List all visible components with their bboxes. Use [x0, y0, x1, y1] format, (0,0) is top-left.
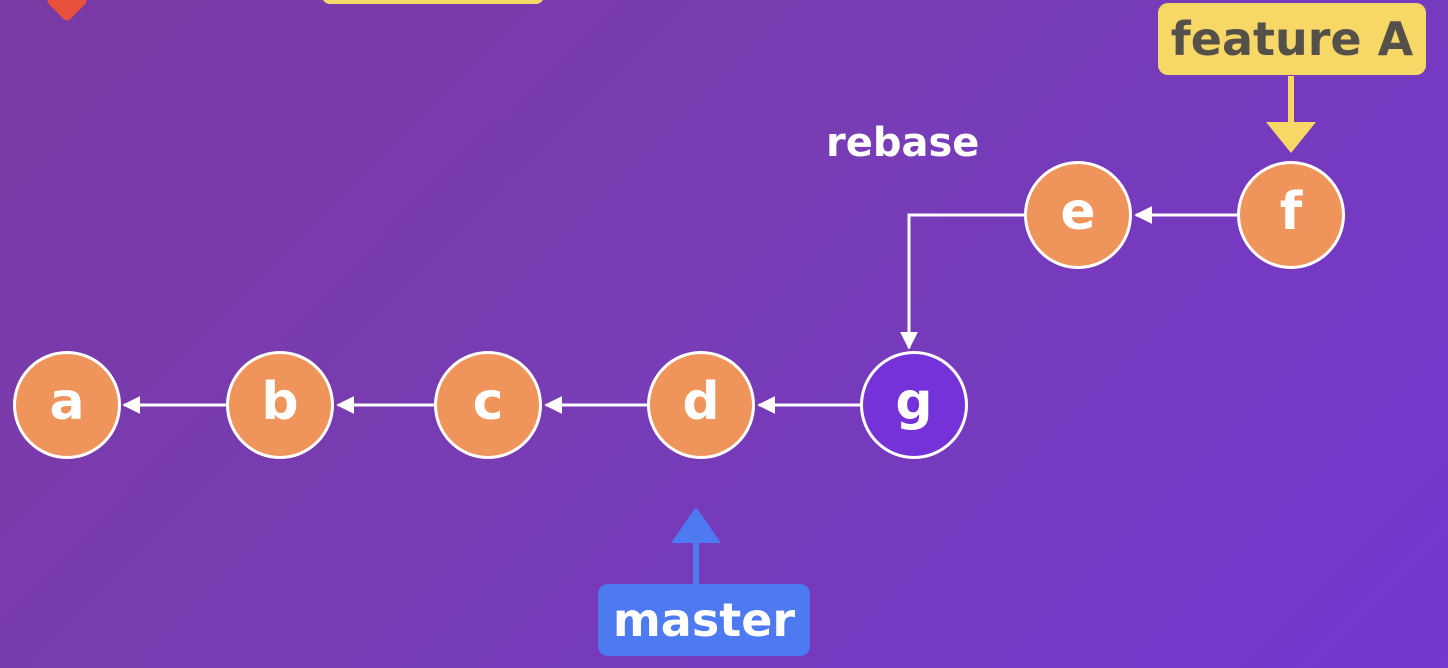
branch-label-master: master: [598, 584, 810, 656]
logo-wordmark: Git: [148, 0, 266, 10]
commit-d-label: d: [682, 372, 720, 432]
commit-a-label: a: [49, 372, 85, 432]
commit-e: e: [1024, 161, 1132, 269]
rebase-annotation: rebase: [826, 120, 980, 166]
commit-f-label: f: [1279, 182, 1303, 242]
commit-g: g: [860, 351, 968, 459]
commit-a: a: [13, 351, 121, 459]
commit-f: f: [1237, 161, 1345, 269]
feature-pointer-head: [1266, 122, 1316, 153]
branch-label-feature: feature A: [1158, 3, 1426, 75]
commit-c-label: c: [472, 372, 504, 432]
commit-d: d: [647, 351, 755, 459]
commit-e-label: e: [1060, 182, 1096, 242]
master-pointer-head: [671, 507, 721, 543]
arrow-e-to-g: [900, 213, 1024, 350]
commit-c: c: [434, 351, 542, 459]
commit-b: b: [226, 351, 334, 459]
commit-g-label: g: [895, 372, 933, 432]
commit-b-label: b: [261, 372, 299, 432]
logo-badge: [322, 0, 544, 4]
